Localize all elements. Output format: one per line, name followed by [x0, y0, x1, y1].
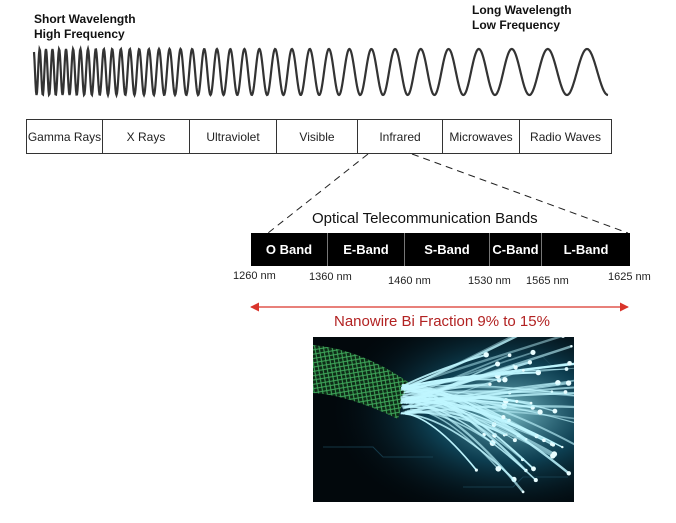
- fiber-strand: [400, 397, 516, 441]
- fiber-tip: [521, 368, 525, 372]
- fiber-tip: [501, 415, 506, 420]
- wavelength-1565: 1565 nm: [526, 275, 569, 287]
- spectrum-infrared: Infrared: [358, 120, 443, 153]
- fiber-optic-cable-image: [313, 337, 574, 502]
- fiber-tip: [535, 369, 542, 376]
- fiber-tip: [502, 377, 508, 383]
- fiber-strand: [407, 397, 574, 424]
- fiber-strand: [405, 366, 517, 405]
- fiber-tip: [495, 465, 502, 472]
- fiber-tip: [474, 468, 478, 472]
- spectrum-gamma-rays: Gamma Rays: [27, 120, 103, 153]
- fiber-tip: [515, 399, 519, 403]
- fiber-strand: [400, 337, 518, 391]
- nanowire-fraction-label: Nanowire Bi Fraction 9% to 15%: [334, 313, 550, 330]
- fiber-tip: [530, 349, 536, 355]
- wave-path: [32, 44, 609, 99]
- fiber-strand: [401, 353, 488, 388]
- wavelength-1625: 1625 nm: [608, 271, 651, 283]
- fiber-tip: [567, 360, 572, 366]
- telecom-bands-bar: O Band E-Band S-Band C-Band L-Band: [251, 233, 630, 266]
- telecom-bands-title: Optical Telecommunication Bands: [312, 210, 538, 227]
- fiber-strand: [407, 409, 574, 420]
- fiber-tip: [561, 445, 564, 449]
- wavelength-1530: 1530 nm: [468, 275, 511, 287]
- fiber-tip: [551, 451, 558, 457]
- fiber-strand: [402, 382, 570, 415]
- fiber-strands: [400, 337, 574, 494]
- fiber-tip: [531, 466, 536, 472]
- fiber-tip: [570, 345, 573, 348]
- band-o: O Band: [251, 233, 328, 266]
- spectrum-ultraviolet: Ultraviolet: [190, 120, 277, 153]
- fiber-tip: [529, 401, 533, 405]
- fiber-tip: [527, 360, 533, 365]
- fiber-tip: [566, 471, 572, 476]
- fiber-tip: [483, 351, 489, 358]
- band-c: C-Band: [490, 233, 542, 266]
- high-frequency-text: High Frequency: [34, 27, 125, 41]
- fiber-strand: [406, 363, 499, 407]
- fiber-strand: [407, 384, 574, 397]
- spectrum-microwaves: Microwaves: [443, 120, 520, 153]
- fiber-tip: [513, 365, 518, 370]
- fiber-tip: [495, 361, 501, 367]
- fiber-tip: [565, 380, 572, 386]
- low-frequency-text: Low Frequency: [472, 18, 561, 32]
- short-wavelength-text: Short Wavelength: [34, 12, 136, 26]
- fiber-strand: [406, 391, 567, 404]
- fiber-tip: [533, 478, 538, 483]
- spectrum-x-rays: X Rays: [103, 120, 190, 153]
- fiber-tip: [551, 442, 556, 447]
- fiber-optic-illustration: [313, 337, 574, 502]
- fiber-tip: [552, 408, 558, 414]
- band-l: L-Band: [563, 242, 609, 257]
- long-wavelength-label: Long Wavelength Low Frequency: [472, 3, 572, 33]
- wavelength-1460: 1460 nm: [388, 275, 431, 287]
- fiber-tip: [521, 490, 525, 494]
- long-wavelength-text: Long Wavelength: [472, 3, 572, 17]
- fiber-strand: [409, 368, 568, 387]
- band-s: S-Band: [405, 233, 490, 266]
- fiber-tip: [564, 367, 569, 371]
- fiber-tip: [561, 337, 565, 338]
- wavelength-1360: 1360 nm: [309, 271, 352, 283]
- fiber-tip: [512, 438, 517, 443]
- short-wavelength-label: Short Wavelength High Frequency: [34, 12, 136, 42]
- fiber-strand: [403, 388, 528, 472]
- wavelength-wave: [32, 44, 609, 99]
- band-e: E-Band: [328, 233, 405, 266]
- fiber-strand: [405, 384, 528, 441]
- wavelength-1260: 1260 nm: [233, 270, 276, 282]
- fiber-strand: [400, 367, 574, 392]
- fiber-tip: [488, 382, 492, 386]
- fiber-tip: [507, 353, 512, 358]
- fiber-tip: [537, 409, 543, 415]
- fiber-tip: [563, 390, 568, 394]
- fiber-tip: [542, 438, 546, 443]
- spectrum-visible: Visible: [277, 120, 358, 153]
- spectrum-radio-waves: Radio Waves: [530, 129, 601, 144]
- fiber-strand: [401, 383, 570, 475]
- electromagnetic-spectrum-bar: Gamma Rays X Rays Ultraviolet Visible In…: [26, 119, 612, 154]
